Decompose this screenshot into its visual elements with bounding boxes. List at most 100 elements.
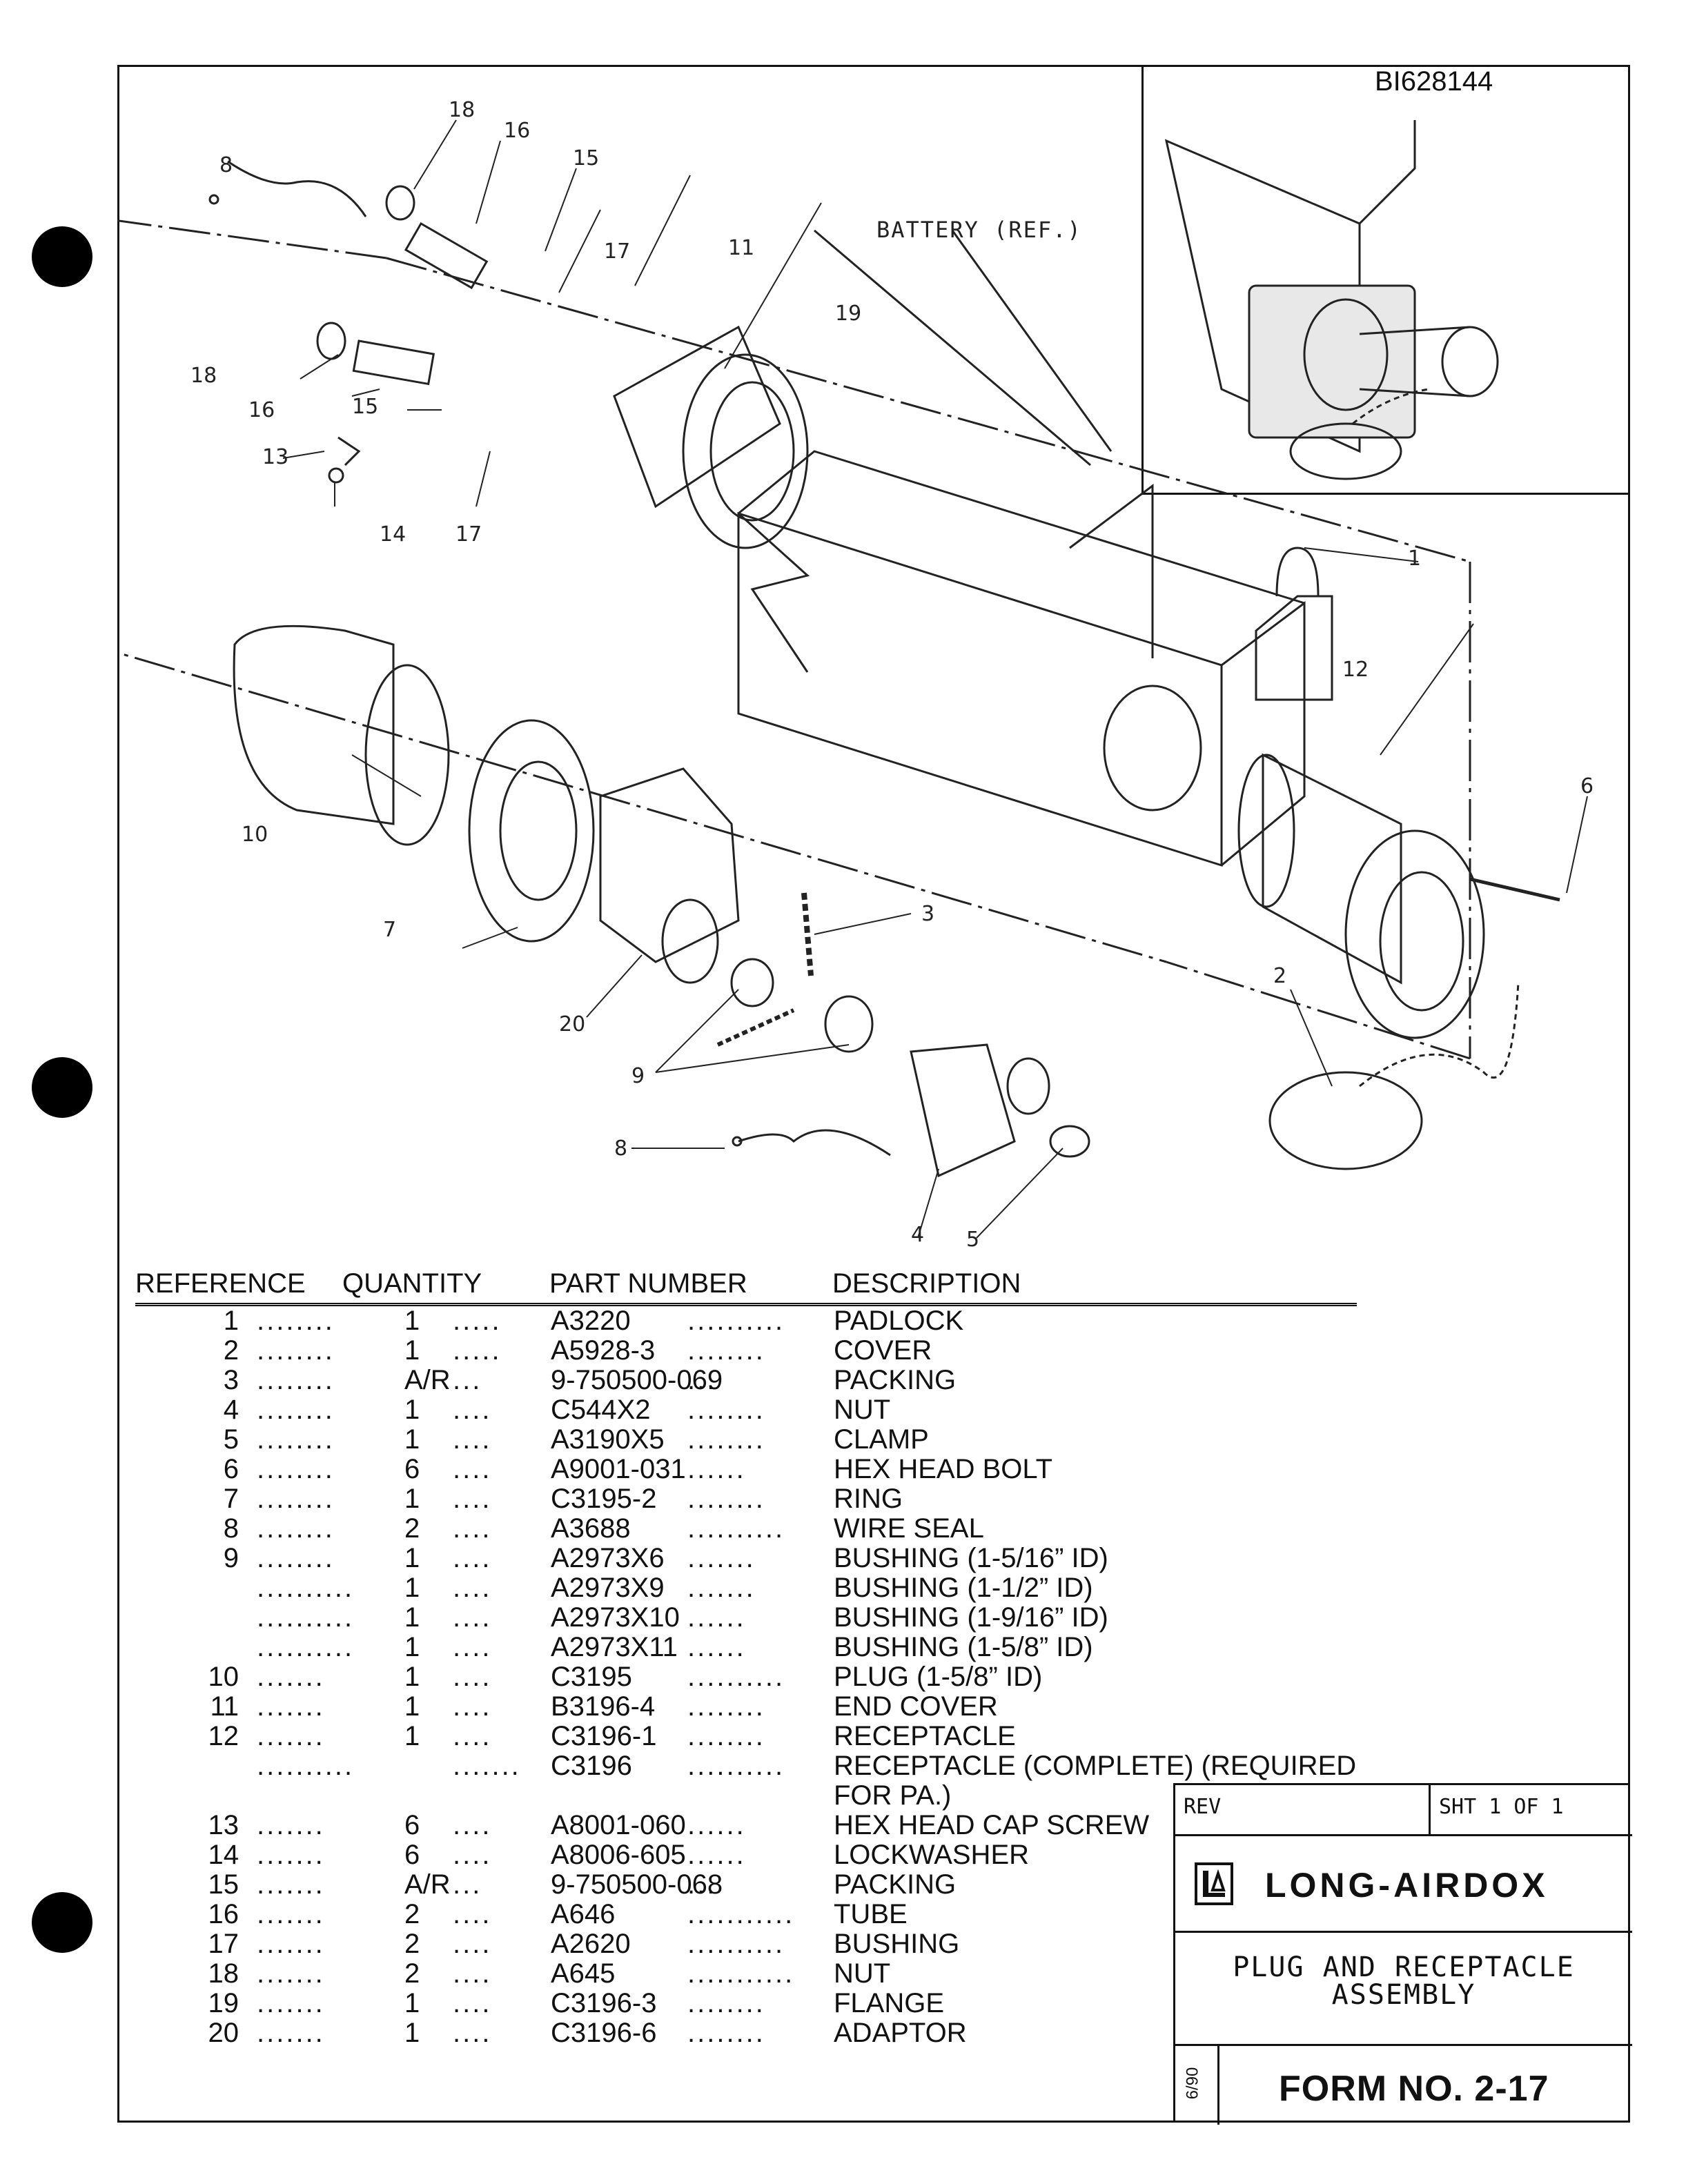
nut-4 (910, 1043, 1016, 1178)
table-row: 6........6....A9001-031......HEX HEAD BO… (135, 1454, 1378, 1484)
part-qty: 2 (404, 1513, 420, 1544)
part-leader-dots: .... (453, 1899, 492, 1929)
part-part: 9-750500-069 (551, 1365, 723, 1395)
part-ref: 10 (208, 1662, 239, 1692)
packing-3 (801, 892, 814, 976)
part-part: C3196-3 (551, 1988, 657, 2018)
drawing-title-line1: PLUG AND RECEPTACLE (1233, 1951, 1575, 1983)
part-leader-dots: .... (453, 1988, 492, 2018)
wire-seal-8-lower (738, 1129, 891, 1157)
date-cell: 6/90 (1175, 2046, 1219, 2125)
part-ref: 5 (223, 1424, 239, 1455)
part-leader-dots: PADLOCK (834, 1306, 964, 1336)
ring-7 (468, 719, 595, 943)
part-leader-dots: .... (453, 1840, 492, 1870)
part-leader-dots: RING (834, 1484, 903, 1514)
company-logo-cell: LONG-AIRDOX (1175, 1836, 1632, 1933)
part-leader-dots: ...... (687, 1810, 746, 1840)
part-leader-dots: .... (453, 1395, 492, 1425)
callout-8-upper: 8 (219, 153, 233, 177)
part-part: A2620 (551, 1929, 631, 1959)
part-qty: A/R (404, 1869, 451, 1900)
part-qty: 6 (404, 1454, 420, 1484)
part-leader-dots: NUT (834, 1395, 891, 1425)
callout-1: 1 (1408, 547, 1421, 571)
callout-20: 20 (559, 1012, 585, 1036)
part-leader-dots: ....... (687, 1573, 756, 1603)
part-leader-dots: ........... (687, 1899, 795, 1929)
table-row: 7........1....C3195-2........RING (135, 1484, 1378, 1514)
part-leader-dots: .......... (687, 1662, 785, 1692)
part-leader-dots: ........ (257, 1395, 335, 1425)
part-leader-dots: LOCKWASHER (834, 1840, 1030, 1870)
part-leader-dots: ....... (257, 1869, 325, 1900)
drawing-title: PLUG AND RECEPTACLE ASSEMBLY (1175, 1933, 1632, 2046)
part-qty: 1 (404, 1395, 420, 1425)
part-leader-dots: .......... (687, 1513, 785, 1544)
part-leader-dots: BUSHING (1-1/2” ID) (834, 1573, 1093, 1603)
inset-view (1141, 67, 1630, 495)
part-leader-dots: BUSHING (834, 1929, 960, 1959)
table-row: 4........1....C544X2........NUT (135, 1395, 1378, 1425)
part-leader-dots: ..... (453, 1335, 502, 1366)
table-row: ..........1....A2973X10......BUSHING (1-… (135, 1602, 1378, 1633)
part-leader-dots: .... (453, 1721, 492, 1751)
callout-9: 9 (631, 1064, 645, 1088)
bolt-6 (1469, 877, 1560, 902)
inset-assembly-sketch (1164, 120, 1499, 480)
part-leader-dots: ....... (257, 1899, 325, 1929)
part-leader-dots: .... (453, 1484, 492, 1514)
header-reference: REFERENCE (135, 1268, 306, 1299)
part-qty: 1 (404, 1602, 420, 1633)
part-leader-dots: .......... (257, 1602, 355, 1633)
callout-5: 5 (966, 1228, 979, 1252)
part-leader-dots: CLAMP (834, 1424, 929, 1455)
part-ref: 13 (208, 1810, 239, 1840)
part-qty: 1 (404, 1335, 420, 1366)
callout-17-upper: 17 (604, 239, 630, 264)
table-row: ..........1....A2973X11......BUSHING (1-… (135, 1632, 1378, 1662)
part-leader-dots: TUBE (834, 1899, 908, 1929)
table-row: FOR PA.) (135, 1780, 1378, 1811)
part-part: A2973X11 (551, 1632, 678, 1662)
part-leader-dots: ....... (257, 1662, 325, 1692)
battery-label: BATTERY (REF.) (876, 217, 1082, 243)
part-leader-dots: ........ (687, 1424, 765, 1455)
part-leader-dots: .... (453, 2018, 492, 2048)
part-leader-dots: ....... (257, 1691, 325, 1722)
table-row: 8........2....A3688..........WIRE SEAL (135, 1513, 1378, 1544)
part-leader-dots: ........ (687, 1988, 765, 2018)
part-ref: 20 (208, 2018, 239, 2048)
header-quantity: QUANTITY (342, 1268, 482, 1299)
part-leader-dots: PACKING (834, 1365, 957, 1395)
clamp-5 (1049, 1125, 1090, 1158)
part-leader-dots: .......... (257, 1632, 355, 1662)
part-leader-dots: ....... (257, 1929, 325, 1959)
punch-hole-middle (32, 1057, 92, 1118)
part-part: C3195 (551, 1662, 632, 1692)
part-qty: 2 (404, 1958, 420, 1989)
part-ref: 14 (208, 1840, 239, 1870)
punch-hole-top (32, 226, 92, 287)
part-ref: 11 (210, 1691, 239, 1722)
part-ref: 17 (208, 1929, 239, 1959)
part-leader-dots: ... (687, 1365, 717, 1395)
bushing-9-b (824, 995, 874, 1053)
part-qty: A/R (404, 1365, 451, 1395)
part-leader-dots: BUSHING (1-9/16” ID) (834, 1602, 1108, 1633)
drawing-id: BI628144 (1375, 66, 1493, 97)
part-part: C544X2 (551, 1395, 651, 1425)
part-part: A8006-605 (551, 1840, 686, 1870)
callout-8-lower: 8 (614, 1137, 627, 1161)
part-leader-dots: .... (453, 1424, 492, 1455)
part-leader-dots: ....... (257, 1721, 325, 1751)
plug-10 (233, 624, 395, 825)
bushing-9-a (730, 958, 774, 1007)
part-leader-dots: ....... (257, 1988, 325, 2018)
part-leader-dots: ........ (257, 1306, 335, 1336)
part-qty: 2 (404, 1899, 420, 1929)
part-part: A2973X6 (551, 1543, 665, 1573)
form-number: FORM NO. 2-17 (1279, 2069, 1549, 2109)
part-leader-dots: ... (453, 1365, 482, 1395)
adaptor-20-thread (661, 898, 719, 984)
